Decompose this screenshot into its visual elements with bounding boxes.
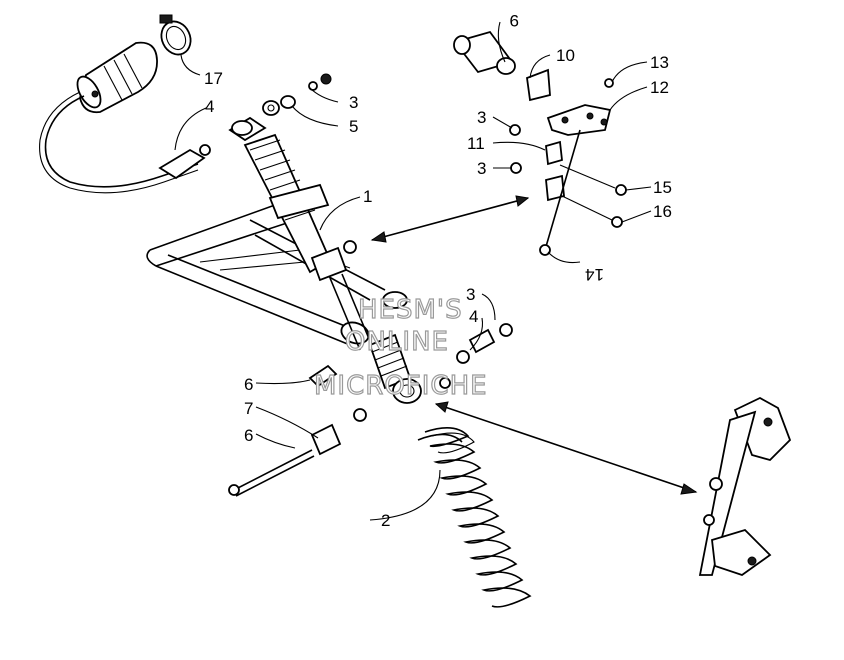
- spindle-knuckle: [698, 396, 792, 576]
- callout-3-middle: 3: [466, 285, 475, 304]
- upper-hardware: [199, 73, 332, 156]
- callout-12: 12: [650, 78, 669, 97]
- lower-hardware: [228, 323, 513, 497]
- callout-4-lower: 4: [469, 307, 478, 326]
- watermark-line-1: HESM'S: [358, 295, 463, 325]
- callout-2: 2: [381, 511, 390, 530]
- callout-1: 1: [363, 187, 372, 206]
- callout-11: 11: [467, 134, 485, 153]
- callout-9: 9: [510, 11, 519, 30]
- reservoir-canister: [76, 41, 158, 114]
- reservoir-hose: [39, 91, 206, 194]
- callout-3-bracket-b: 3: [477, 159, 486, 178]
- callout-16: 16: [653, 202, 672, 221]
- leader-lines: [174, 21, 652, 521]
- callout-3-upper: 3: [349, 93, 358, 112]
- callout-5: 5: [349, 117, 358, 136]
- callout-17: 17: [204, 69, 223, 88]
- callout-3-bracket-a: 3: [477, 108, 486, 127]
- hose-clamp: [159, 14, 192, 56]
- shock-absorber: [228, 116, 373, 351]
- lower-shock-body: [368, 333, 422, 404]
- callout-13: 13: [650, 53, 669, 72]
- callout-14: 14: [585, 265, 604, 284]
- callout-7: 7: [244, 399, 253, 418]
- callout-6-upper: 6: [244, 375, 253, 394]
- callout-15: 15: [653, 178, 672, 197]
- watermark-line-2: ONLINE: [345, 327, 449, 357]
- callout-10: 10: [556, 46, 575, 65]
- upper-bracket-assembly: [453, 30, 627, 256]
- callout-4-upper: 4: [205, 97, 214, 116]
- coil-spring: [417, 427, 532, 608]
- callout-6-lower: 6: [244, 426, 253, 445]
- callout-labels: 17 4 3 5 1 3 4 6 7 6 2 9 10 13 12 3 11 3…: [204, 11, 672, 530]
- watermark-line-3: MICROFICHE: [314, 371, 488, 401]
- assembly-arrows: [370, 195, 698, 495]
- watermark: HESM'S ONLINE MICROFICHE: [313, 294, 488, 401]
- a-arm: [146, 204, 408, 346]
